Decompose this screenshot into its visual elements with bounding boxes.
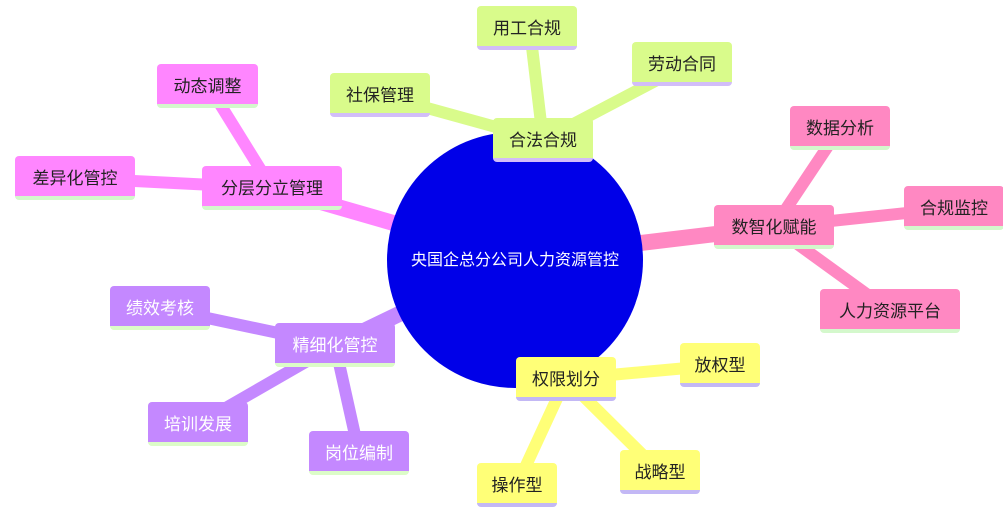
node-strategic-type[interactable]: 战略型 xyxy=(620,450,700,494)
node-differentiated-control[interactable]: 差异化管控 xyxy=(15,156,135,200)
branch-fine-control[interactable]: 精细化管控 xyxy=(275,323,395,367)
node-hr-platform[interactable]: 人力资源平台 xyxy=(820,289,960,333)
node-social-insurance[interactable]: 社保管理 xyxy=(330,73,430,117)
branch-digital-empowerment[interactable]: 数智化赋能 xyxy=(714,205,834,249)
node-labor-contract[interactable]: 劳动合同 xyxy=(632,42,732,86)
branch-layered-management[interactable]: 分层分立管理 xyxy=(202,166,342,210)
node-delegation-type[interactable]: 放权型 xyxy=(680,343,760,387)
node-dynamic-adjustment[interactable]: 动态调整 xyxy=(157,64,258,108)
node-data-analysis[interactable]: 数据分析 xyxy=(790,106,890,150)
branch-legal-compliance[interactable]: 合法合规 xyxy=(493,118,593,162)
node-employment-compliance[interactable]: 用工合规 xyxy=(477,6,577,50)
node-performance-appraisal[interactable]: 绩效考核 xyxy=(110,286,210,330)
central-topic[interactable]: 央国企总分公司人力资源管控 xyxy=(387,132,643,388)
node-training-development[interactable]: 培训发展 xyxy=(148,402,248,446)
node-position-staffing[interactable]: 岗位编制 xyxy=(309,431,409,475)
node-compliance-monitoring[interactable]: 合规监控 xyxy=(904,186,1003,230)
branch-authority-division[interactable]: 权限划分 xyxy=(516,357,616,401)
node-operational-type[interactable]: 操作型 xyxy=(477,463,557,507)
